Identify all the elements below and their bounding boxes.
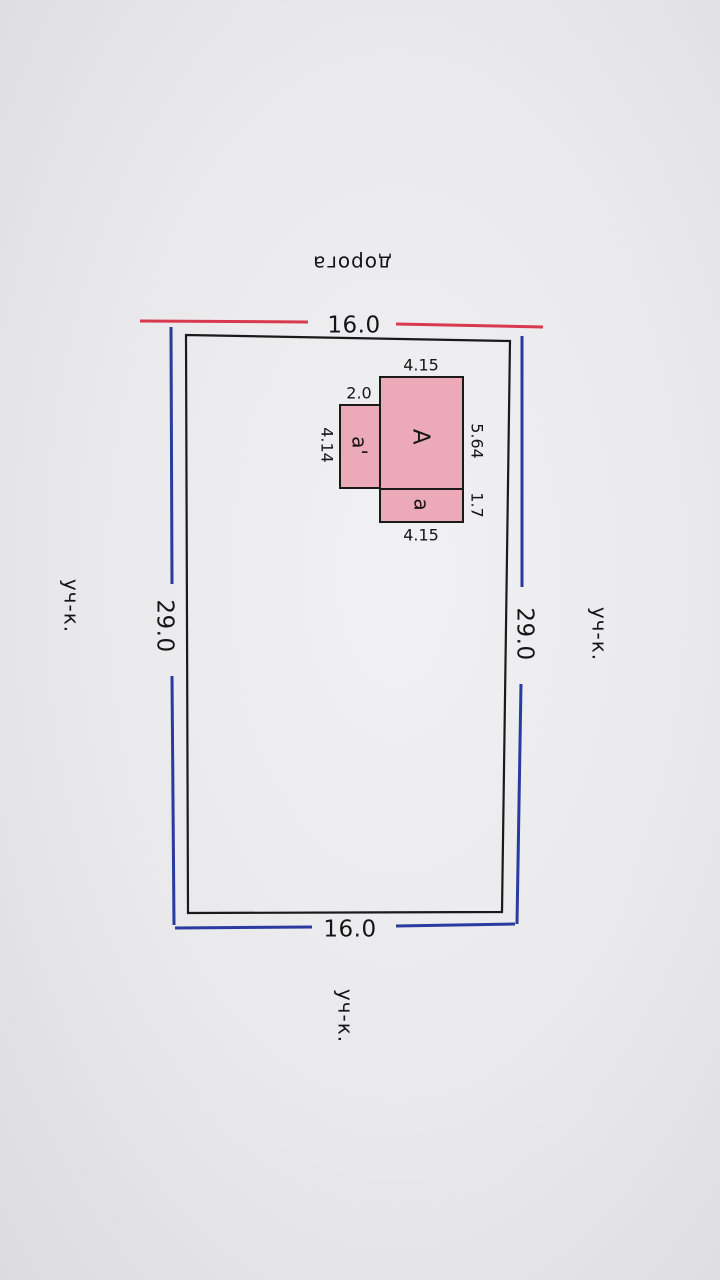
plot-right-length-label: 29.0 bbox=[512, 607, 538, 660]
plot-outline bbox=[184, 333, 512, 915]
building-annex-label: а bbox=[410, 498, 434, 511]
building-main bbox=[379, 376, 464, 490]
building-main-length-label: 5.64 bbox=[468, 423, 487, 459]
neighbor-label-left: уч-к. bbox=[60, 579, 84, 633]
bottom-boundary-line-left bbox=[174, 925, 313, 930]
road-boundary-line-left bbox=[139, 319, 309, 324]
bottom-boundary-line-right bbox=[395, 922, 516, 928]
building-main-label: А bbox=[408, 429, 434, 445]
left-boundary-line-bottom bbox=[170, 675, 176, 926]
road-boundary-line-right bbox=[395, 322, 544, 329]
plot-bottom-width-label: 16.0 bbox=[323, 917, 376, 943]
left-boundary-line-top bbox=[169, 326, 174, 585]
neighbor-label-bottom: уч-к. bbox=[334, 989, 358, 1043]
building-side-annex-label: а' bbox=[348, 436, 372, 456]
building-annex-width-label: 4.15 bbox=[403, 526, 439, 545]
building-annex-depth-label: 1.7 bbox=[468, 492, 487, 517]
neighbor-label-right: уч-к. bbox=[588, 607, 612, 661]
right-boundary-line-bottom bbox=[515, 683, 523, 925]
road-label: дорога bbox=[312, 252, 392, 276]
building-annex bbox=[379, 488, 464, 523]
building-side-annex bbox=[339, 404, 381, 489]
plot-left-length-label: 29.0 bbox=[152, 599, 178, 652]
building-main-width-label: 4.15 bbox=[403, 356, 439, 375]
building-side-annex-length-label: 4.14 bbox=[318, 427, 337, 463]
plot-top-width-label: 16.0 bbox=[327, 313, 380, 339]
building-side-annex-width-label: 2.0 bbox=[346, 384, 371, 403]
